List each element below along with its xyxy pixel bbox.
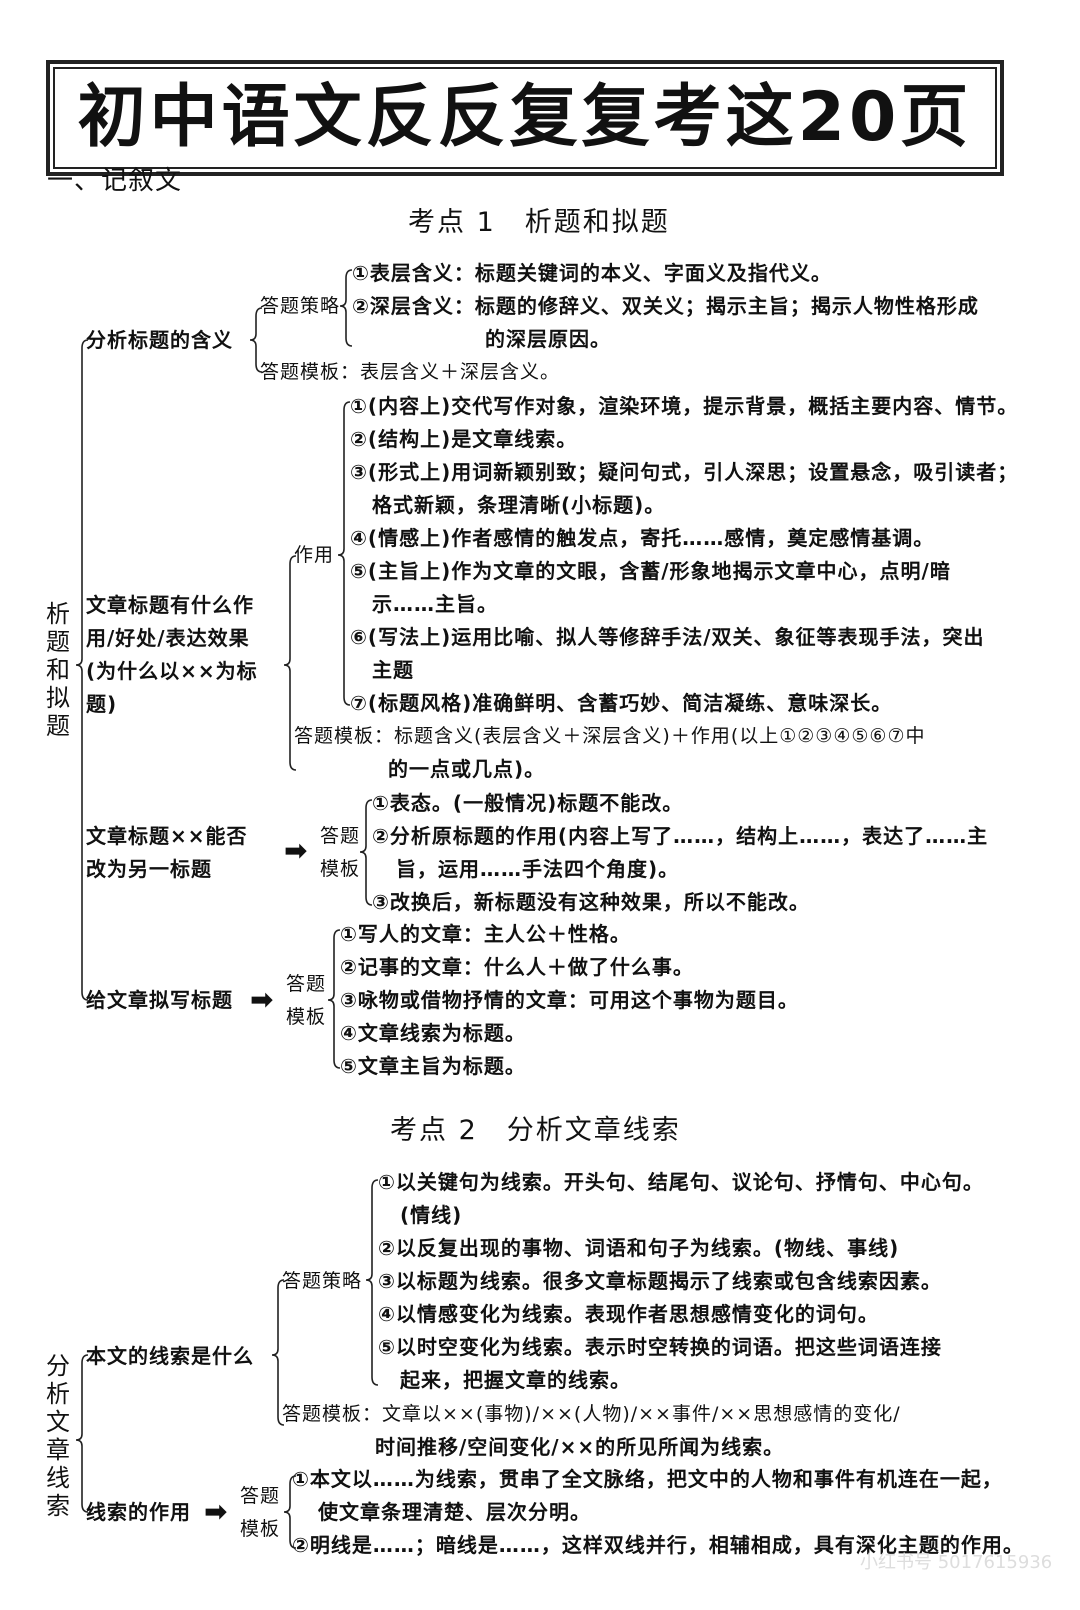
template-text: 答题模板：表层含义＋深层含义。: [260, 361, 561, 383]
list-item: 格式新颖，条理清晰(小标题)。: [372, 493, 666, 517]
arrow-icon: ➡: [284, 834, 308, 867]
template-label: 答题: [286, 973, 327, 995]
list-item: ⑤(主旨上)作为文章的文眼，含蓄/形象地揭示文章中心，点明/暗: [350, 559, 951, 583]
list-item: ④(情感上)作者感情的触发点，寄托……感情，奠定感情基调。: [350, 526, 935, 550]
branch-title-rename: 改为另一标题: [86, 857, 212, 881]
brace-icon: [327, 929, 341, 1069]
list-item: ⑤文章主旨为标题。: [340, 1054, 526, 1078]
brace-icon: [283, 1475, 297, 1549]
template-label: 答题: [320, 825, 361, 847]
list-item: ⑤以时空变化为线索。表示时空转换的词语。把这些词语连接: [378, 1335, 942, 1359]
list-item: ①以关键句为线索。开头句、结尾句、议论句、抒情句、中心句。: [378, 1170, 984, 1194]
strategy-label: 答题策略: [282, 1270, 363, 1292]
page-title: 初中语文反反复复考这20页: [77, 78, 973, 157]
list-item: ②明线是……；暗线是……，这样双线并行，相辅相成，具有深化主题的作用。: [292, 1533, 1024, 1557]
arrow-icon: ➡: [204, 1495, 228, 1528]
list-item: 示……主旨。: [372, 592, 498, 616]
strategy-label: 答题策略: [260, 295, 341, 317]
effect-label: 作用: [294, 544, 335, 566]
kaodian-2-side-label: 分析文章线索: [46, 1352, 70, 1520]
kaodian-1-heading: 考点 1 析题和拟题: [408, 207, 670, 238]
list-item: ②以反复出现的事物、词语和句子为线索。(物线、事线): [378, 1236, 900, 1260]
list-item: 起来，把握文章的线索。: [400, 1368, 631, 1392]
title-box: 初中语文反反复复考这20页: [46, 60, 1004, 176]
list-item: ④文章线索为标题。: [340, 1021, 526, 1045]
list-item: ⑦(标题风格)准确鲜明、含蓄巧妙、简洁凝练、意味深长。: [350, 691, 893, 715]
brace-icon: [249, 307, 263, 373]
template-text: 的一点或几点)。: [388, 757, 546, 781]
list-item: ②深层含义：标题的修辞义、双关义；揭示主旨；揭示人物性格形成: [352, 294, 979, 318]
watermark: 小红书号 5017615936: [860, 1552, 1053, 1573]
branch-title-clue-effect: 线索的作用: [86, 1500, 191, 1524]
branch-title-effect: 题): [86, 692, 118, 716]
brace-icon: [359, 799, 373, 906]
template-label: 模板: [286, 1006, 327, 1028]
brace-icon: [271, 1279, 285, 1426]
branch-title-rename: 文章标题××能否: [86, 824, 248, 848]
brace-icon: [75, 339, 89, 1001]
list-item: ②(结构上)是文章线索。: [350, 427, 578, 451]
list-item: 旨，运用……手法四个角度)。: [396, 857, 680, 881]
list-item: ③以标题为线索。很多文章标题揭示了线索或包含线索因素。: [378, 1269, 942, 1293]
template-label: 模板: [240, 1518, 281, 1540]
arrow-icon: ➡: [250, 983, 274, 1016]
branch-title-effect: (为什么以××为标: [86, 659, 258, 683]
kaodian-2-heading: 考点 2 分析文章线索: [390, 1115, 681, 1146]
brace-icon: [339, 269, 353, 347]
template-text: 答题模板：标题含义(表层含义＋深层含义)＋作用(以上①②③④⑤⑥⑦中: [294, 725, 926, 747]
list-item: ③改换后，新标题没有这种效果，所以不能改。: [372, 890, 810, 914]
list-item: ⑥(写法上)运用比喻、拟人等修辞手法/双关、象征等表现手法，突出: [350, 625, 985, 649]
list-item: ④以情感变化为线索。表现作者思想感情变化的词句。: [378, 1302, 879, 1326]
list-item: ①表态。(一般情况)标题不能改。: [372, 791, 684, 815]
list-item: ②记事的文章：什么人＋做了什么事。: [340, 955, 694, 979]
list-item: ①写人的文章：主人公＋性格。: [340, 922, 631, 946]
list-item: ①本文以……为线索，贯串了全文脉络，把文中的人物和事件有机连在一起，: [292, 1467, 1003, 1491]
section-heading: 一、记叙文: [47, 166, 183, 196]
branch-title-clue: 本文的线索是什么: [86, 1344, 254, 1368]
branch-title-draft: 给文章拟写标题: [86, 988, 233, 1012]
list-item: ②分析原标题的作用(内容上写了……，结构上……，表达了……主: [372, 824, 989, 848]
template-text: 答题模板：文章以××(事物)/××(人物)/××事件/××思想感情的变化/: [282, 1403, 901, 1425]
list-item: 主题: [372, 658, 414, 682]
brace-icon: [283, 555, 297, 771]
brace-icon: [365, 1179, 379, 1386]
list-item: ③(形式上)用词新颖别致；疑问句式，引人深思；设置悬念，吸引读者；: [350, 460, 1019, 484]
list-item: ①表层含义：标题关键词的本义、字面义及指代义。: [352, 261, 832, 285]
kaodian-1-side-label: 析题和拟题: [46, 600, 70, 740]
list-item: 使文章条理清楚、层次分明。: [318, 1500, 591, 1524]
branch-title-effect: 用/好处/表达效果: [86, 626, 250, 650]
list-item: ①(内容上)交代写作对象，渲染环境，提示背景，概括主要内容、情节。: [350, 394, 1019, 418]
list-item: ③咏物或借物抒情的文章：可用这个事物为题目。: [340, 988, 799, 1012]
list-item: 的深层原因。: [485, 327, 611, 351]
template-text: 时间推移/空间变化/××的所见所闻为线索。: [375, 1435, 785, 1459]
branch-title-effect: 文章标题有什么作: [86, 593, 254, 617]
branch-title-meaning: 分析标题的含义: [86, 328, 233, 352]
brace-icon: [75, 1354, 89, 1513]
list-item: (情线): [400, 1203, 463, 1227]
brace-icon: [337, 401, 351, 706]
template-label: 答题: [240, 1485, 281, 1507]
template-label: 模板: [320, 858, 361, 880]
